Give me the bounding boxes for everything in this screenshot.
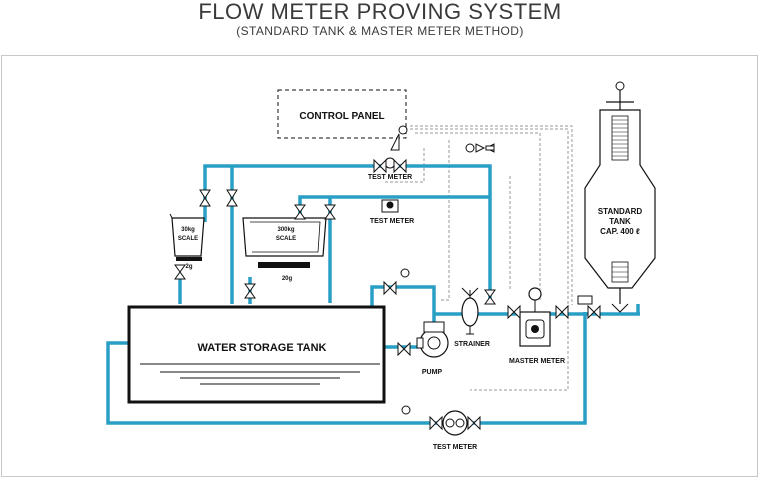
test-meter-mid-label: TEST METER [370, 218, 414, 225]
water-tank-label: WATER STORAGE TANK [198, 342, 327, 354]
scale-30kg: 30kg SCALE 2g [169, 213, 205, 270]
test-meter-top: TEST METER [368, 157, 412, 181]
drop-valves [174, 189, 496, 305]
svg-text:2g: 2g [185, 264, 192, 270]
signal-lines [385, 125, 573, 391]
test-meter-mid: TEST METER [370, 199, 414, 225]
diagram-frame [1, 55, 758, 477]
control-panel: CONTROL PANEL [277, 89, 408, 151]
solenoid-valve [465, 143, 495, 153]
svg-text:300kg: 300kg [277, 227, 294, 233]
strainer-label: STRAINER [454, 341, 490, 348]
water-storage-tank: WATER STORAGE TANK [127, 305, 386, 404]
test-meter-top-label: TEST METER [368, 174, 412, 181]
strainer: STRAINER [454, 287, 490, 348]
master-meter: MASTER METER [507, 287, 569, 365]
svg-text:20g: 20g [282, 276, 293, 282]
test-meter-bottom-label: TEST METER [433, 444, 477, 451]
diagram-subtitle: (STANDARD TANK & MASTER METER METHOD) [236, 24, 524, 38]
master-meter-label: MASTER METER [509, 358, 565, 365]
svg-text:STANDARD: STANDARD [598, 207, 643, 216]
diagram-title: FLOW METER PROVING SYSTEM [198, 0, 562, 24]
control-panel-label: CONTROL PANEL [299, 111, 384, 122]
scale-300kg: 300kg SCALE 20g [242, 217, 327, 282]
pump: PUMP [383, 268, 449, 376]
svg-text:SCALE: SCALE [276, 236, 296, 242]
standard-tank: STANDARD TANK CAP. 400 ℓ [577, 81, 656, 320]
svg-text:CAP. 400 ℓ: CAP. 400 ℓ [600, 227, 640, 236]
svg-text:30kg: 30kg [181, 227, 195, 233]
svg-text:TANK: TANK [609, 217, 631, 226]
pump-label: PUMP [422, 369, 443, 376]
svg-text:SCALE: SCALE [178, 236, 198, 242]
test-meter-bottom: TEST METER [401, 405, 481, 451]
